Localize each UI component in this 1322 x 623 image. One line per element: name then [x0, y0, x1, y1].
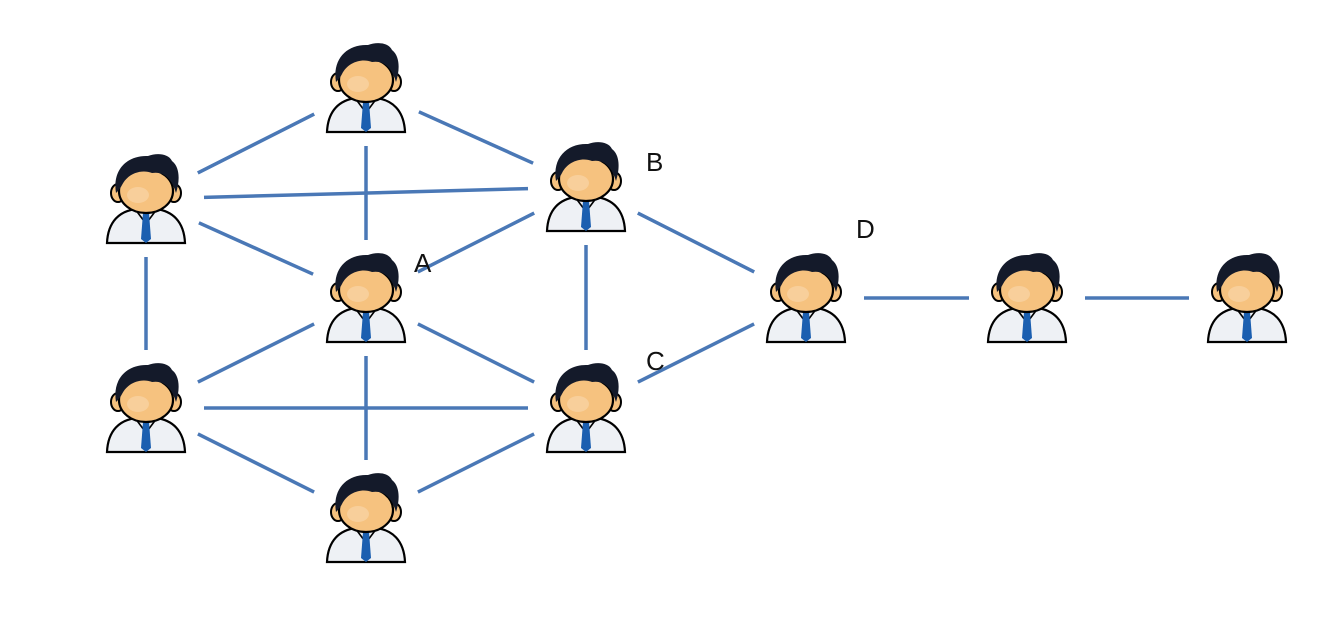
node-label-c: C: [646, 346, 665, 376]
node-chain-2: [1206, 252, 1288, 344]
node-top: [325, 42, 407, 134]
edge-top-b: [418, 110, 534, 165]
node-label-b: B: [646, 147, 663, 177]
node-b: B: [545, 141, 663, 233]
person-icon: [105, 362, 187, 454]
edge-left-lower-bottom: [197, 432, 315, 494]
person-icon: [545, 362, 627, 454]
node-d: D: [765, 214, 875, 344]
edge-layer: [144, 110, 1189, 494]
node-label-a: A: [414, 248, 432, 278]
person-icon: [545, 141, 627, 233]
edge-a-b: [417, 211, 535, 274]
person-icon: [325, 252, 407, 344]
node-chain-1: [986, 252, 1068, 344]
person-icon: [986, 252, 1068, 344]
edge-c-d: [637, 322, 755, 384]
person-icon: [105, 153, 187, 245]
person-icon: [765, 252, 847, 344]
edge-left-upper-top: [197, 112, 315, 175]
node-left-lower: [105, 362, 187, 454]
node-left-upper: [105, 153, 187, 245]
edge-a-c: [417, 322, 535, 384]
edge-bottom-c: [417, 432, 535, 494]
edge-left-lower-a: [197, 322, 315, 384]
edge-left-upper-a: [198, 221, 314, 276]
node-layer: A B C D: [105, 42, 1288, 564]
person-icon: [325, 42, 407, 134]
edge-b-d: [637, 211, 755, 274]
node-c: C: [545, 346, 665, 454]
node-bottom: [325, 472, 407, 564]
node-label-d: D: [856, 214, 875, 244]
edge-left-upper-b: [203, 186, 529, 200]
node-a: A: [325, 248, 432, 344]
person-icon: [325, 472, 407, 564]
person-icon: [1206, 252, 1288, 344]
